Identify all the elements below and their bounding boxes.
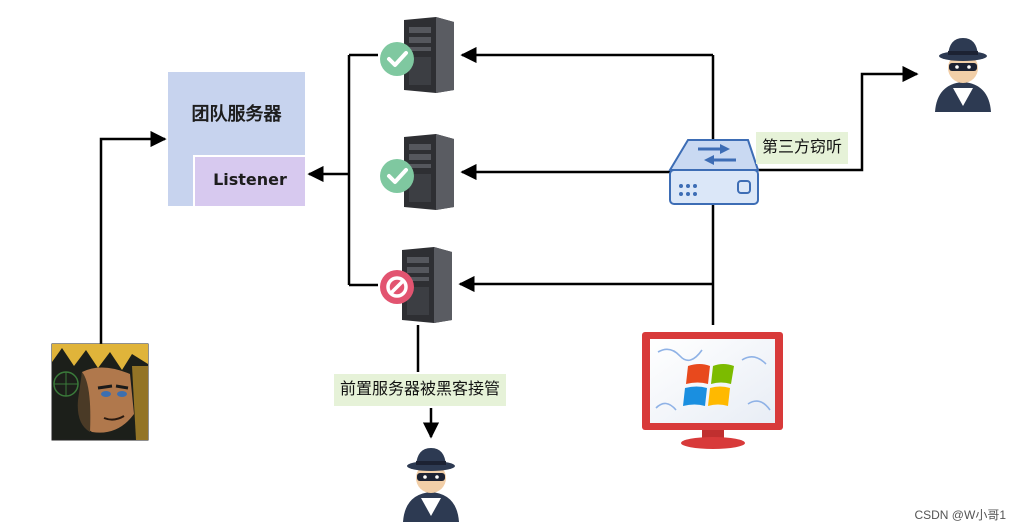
server-tower-1 <box>404 17 454 93</box>
prohibited-icon <box>380 270 414 304</box>
arrow-avatar-to-team <box>99 130 167 345</box>
hacker-icon <box>935 38 991 112</box>
eavesdrop-tag: 第三方窃听 <box>756 132 849 164</box>
team-server-label: 团队服务器 <box>191 104 282 125</box>
windows-logo-icon <box>683 364 734 406</box>
check-icon <box>380 159 414 193</box>
watermark: CSDN @W小哥1 <box>914 508 1006 522</box>
server-tower-3 <box>402 247 452 323</box>
attacker-avatar-icon <box>51 343 149 441</box>
router-icon <box>668 139 760 205</box>
listener-label: Listener <box>213 170 287 189</box>
hijack-tag: 前置服务器被黑客接管 <box>334 374 507 406</box>
listener-box: Listener <box>193 155 305 206</box>
windows-monitor-icon <box>642 332 783 449</box>
hacker-icon <box>403 448 459 522</box>
check-icon <box>380 42 414 76</box>
server-tower-2 <box>404 134 454 210</box>
arrow-eavesdrop <box>758 65 919 172</box>
